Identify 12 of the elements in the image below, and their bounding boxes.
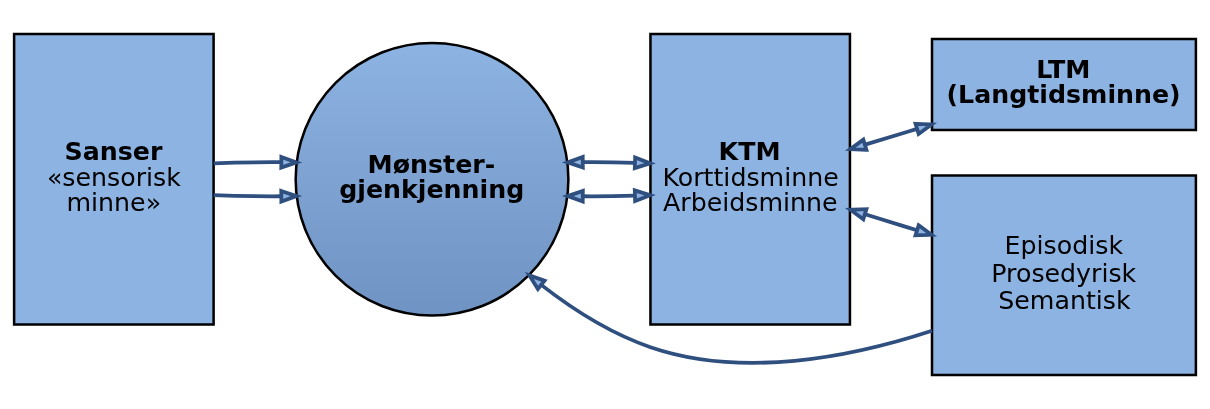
node-box: KTM Korttidsminne Arbeidsminne bbox=[649, 32, 852, 326]
arrow bbox=[524, 271, 933, 365]
arrow bbox=[844, 121, 938, 152]
node-circle: Mønster- gjenkjenning bbox=[294, 41, 570, 317]
arrow bbox=[213, 154, 303, 171]
arrow bbox=[561, 187, 656, 205]
arrow bbox=[213, 188, 303, 205]
arrow bbox=[844, 207, 938, 238]
arrow bbox=[561, 154, 656, 171]
node-box: Episodisk Prosedyrisk Semantisk bbox=[930, 174, 1198, 377]
node-box: LTM (Langtidsminne) bbox=[930, 37, 1198, 132]
node-box: Sanser «sensorisk minne» bbox=[12, 32, 215, 326]
